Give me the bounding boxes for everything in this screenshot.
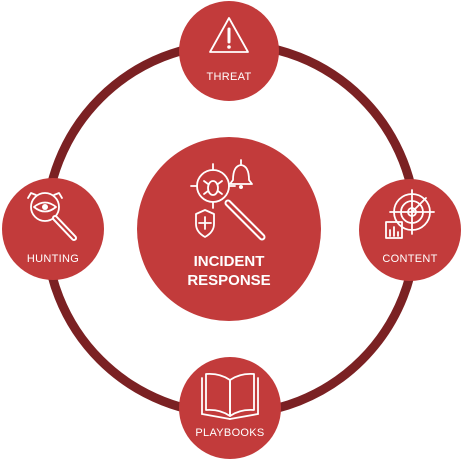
center-circle — [137, 137, 321, 321]
node-playbooks-label: PLAYBOOKS — [195, 427, 264, 439]
eye-magnifier-icon — [27, 192, 77, 241]
open-book-icon — [201, 372, 259, 420]
bug-magnifier-shield-bell-icon — [190, 159, 266, 241]
node-hunting-circle — [2, 178, 104, 280]
center-label-line1: INCIDENT — [194, 253, 265, 270]
node-playbooks: PLAYBOOKS — [179, 357, 281, 459]
center-label-line2: RESPONSE — [187, 272, 270, 289]
node-content-label: CONTENT — [382, 253, 437, 265]
node-hunting-label: HUNTING — [27, 253, 79, 265]
node-threat: THREAT — [179, 1, 279, 101]
node-hunting: HUNTING — [2, 178, 104, 280]
node-threat-label: THREAT — [207, 71, 252, 83]
node-threat-circle — [179, 1, 279, 101]
radar-chart-icon — [385, 189, 435, 239]
node-content: CONTENT — [359, 179, 461, 281]
center-node: INCIDENT RESPONSE — [137, 137, 321, 321]
warning-triangle-icon — [209, 17, 249, 53]
